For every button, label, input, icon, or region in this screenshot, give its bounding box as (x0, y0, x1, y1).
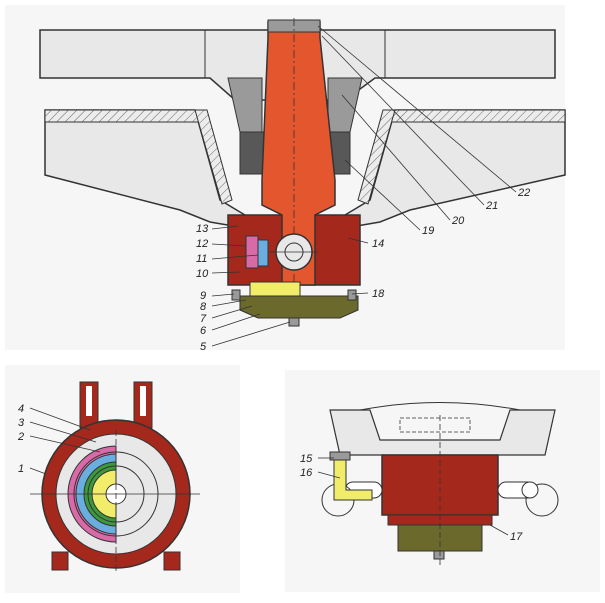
side-top-rim (359, 402, 521, 411)
main-section-view: 13 12 11 10 9 8 7 6 5 14 18 19 20 21 22 (5, 5, 566, 353)
callout-2: 2 (17, 431, 24, 443)
callout-4: 4 (18, 403, 24, 415)
callout-21: 21 (485, 200, 498, 212)
side-nut-right (521, 481, 539, 499)
callout-3: 3 (18, 417, 25, 429)
hatched-wall-left (194, 109, 233, 205)
side-drain-plug (433, 550, 445, 560)
callout-10: 10 (196, 268, 209, 280)
callout-18: 18 (372, 288, 385, 300)
drain-plug (288, 317, 300, 327)
callout-7: 7 (200, 313, 207, 325)
lug-right-slot (140, 386, 146, 416)
leader-lines (211, 25, 517, 347)
foot-left (51, 551, 69, 571)
callout-8: 8 (200, 301, 207, 313)
callout-19: 19 (422, 225, 434, 237)
pivot-pin (261, 21, 336, 286)
callout-6: 6 (200, 325, 207, 337)
callout-15: 15 (300, 453, 313, 465)
lug-left-slot (86, 386, 92, 416)
callout-13: 13 (196, 223, 209, 235)
side-view: 15 16 17 (285, 370, 600, 592)
callout-11: 11 (196, 253, 207, 265)
callout-9: 9 (200, 290, 206, 302)
callout-20: 20 (451, 215, 465, 227)
foot-right (163, 551, 181, 571)
callout-17: 17 (510, 531, 523, 543)
bush-left (239, 131, 265, 175)
callout-16: 16 (300, 467, 313, 479)
callout-22: 22 (517, 187, 530, 199)
bolt-left (231, 289, 241, 301)
cross-section-view: 4 3 2 1 (5, 365, 240, 593)
callout-12: 12 (196, 238, 208, 250)
cross-leader-lines (29, 407, 101, 475)
callout-5: 5 (200, 341, 207, 353)
callout-14: 14 (372, 238, 384, 250)
callout-1: 1 (18, 463, 24, 475)
ring-blue (257, 239, 269, 267)
side-wheel-right (525, 483, 559, 517)
hatched-rib-left (44, 109, 201, 123)
hatched-rib-right (389, 109, 566, 123)
ring-pink (245, 235, 259, 269)
side-leader-lines (317, 457, 509, 536)
side-oil-cap (329, 451, 351, 461)
bolt-right (347, 289, 357, 301)
